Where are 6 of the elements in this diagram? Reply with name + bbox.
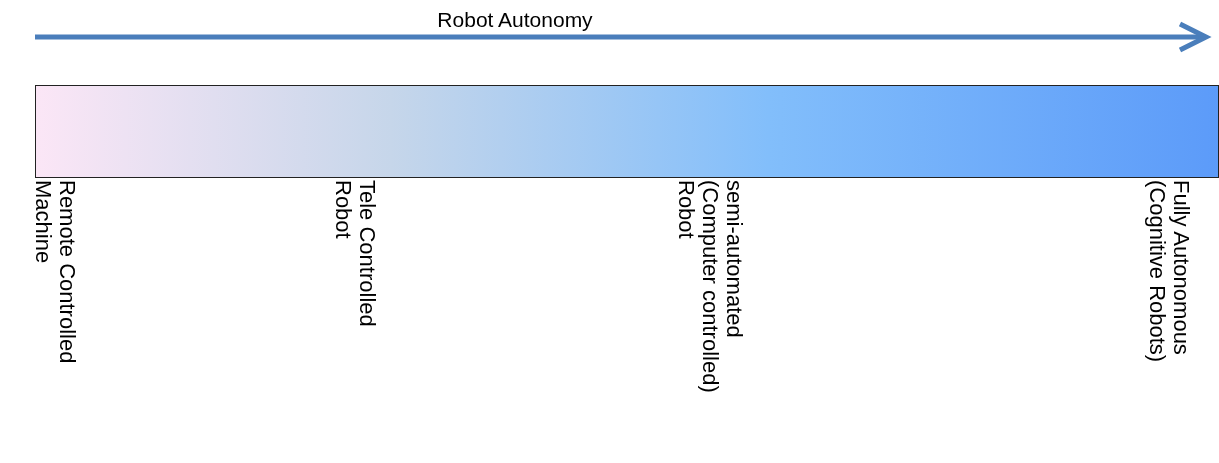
scale-label: Fully Autonomous (Cognitive Robots) bbox=[1145, 180, 1193, 365]
scale-label: semi-automated (Computer controlled) Robot bbox=[674, 180, 746, 395]
scale-label: Tele Controlled Robot bbox=[331, 180, 379, 329]
axis-title: Robot Autonomy bbox=[436, 8, 594, 32]
scale-label: Remote Controlled Machine bbox=[31, 180, 79, 366]
gradient-scale-bar bbox=[35, 85, 1219, 178]
